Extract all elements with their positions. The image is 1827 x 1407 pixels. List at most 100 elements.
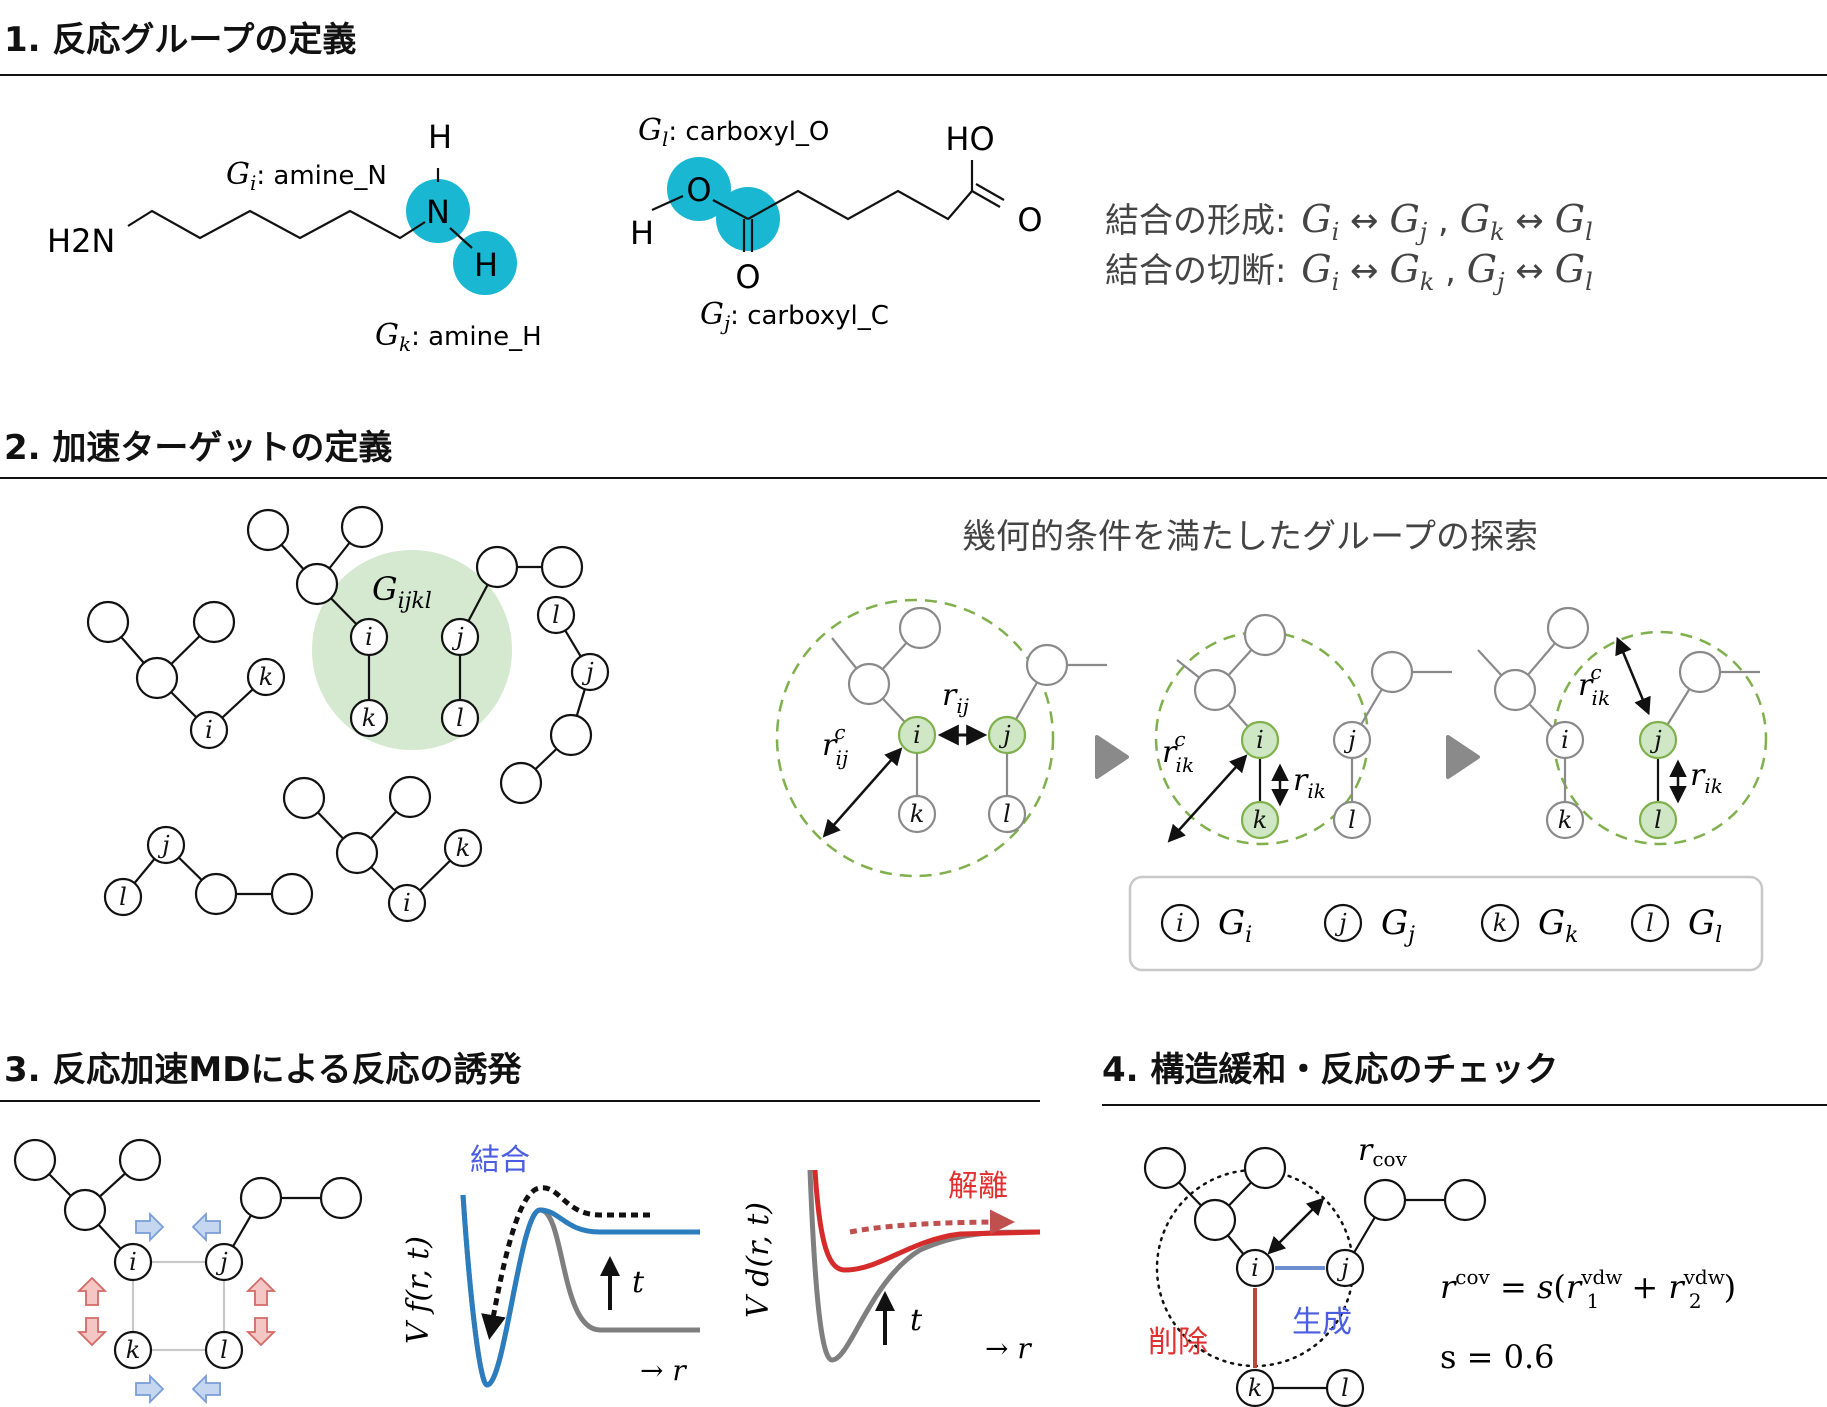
node-l: l (103, 877, 143, 917)
legend-box (1128, 875, 1764, 972)
node-i: i (1160, 903, 1200, 943)
node-j: j (987, 715, 1027, 755)
n-atom: N (426, 193, 450, 231)
node-l: l (536, 595, 576, 635)
node-label-i: i (403, 889, 411, 917)
node-j: j (1323, 903, 1363, 943)
search-title: 幾何的条件を満たしたグループの探索 (962, 517, 1538, 557)
node-label-l: l (552, 601, 560, 629)
delete-label: 削除 (1148, 1325, 1208, 1360)
node-label-k: k (1248, 1374, 1263, 1402)
node-l: l (204, 1330, 244, 1370)
next-arrow-1 (1095, 735, 1129, 779)
svg-text:rij: rij (942, 678, 969, 718)
potential-vd-plot: t 解離 → r V d(r, t) (741, 1169, 1041, 1365)
molecule-amine: H2N N H H Gi: amine_N Gk: amine_H (47, 118, 542, 356)
node-j: j (1638, 720, 1678, 760)
node-label-l: l (1654, 806, 1662, 834)
node-j: j (570, 652, 610, 692)
gl-label: Gl: carboxyl_O (638, 113, 829, 151)
node-label-i: i (205, 716, 213, 744)
vf-t-label: t (632, 1265, 645, 1300)
md-graph (13, 1138, 363, 1263)
bond-h-o (651, 194, 684, 212)
node-label-i: i (1251, 1254, 1259, 1282)
legend-label-k: Gk (1538, 903, 1579, 948)
gijkl-label: Gijkl (372, 570, 432, 614)
bond-label: 結合 (470, 1143, 530, 1178)
bond-rules: 結合の形成: Gi ↔ Gj , Gk ↔ Gl 結合の切断: Gi ↔ Gk … (1105, 197, 1593, 296)
node-label-k: k (126, 1336, 141, 1364)
node-i: i (387, 883, 427, 923)
node-label-i: i (1176, 909, 1184, 937)
node-label-l: l (1348, 806, 1356, 834)
node-k: k (1235, 1368, 1275, 1407)
section-4-title: 4. 構造緩和・反応のチェック (1102, 1050, 1559, 1090)
h-top-atom: H (428, 118, 452, 156)
h2n-label: H2N (47, 222, 115, 260)
highlight-h (453, 231, 517, 295)
node-j: j (440, 617, 480, 657)
potential-vf-plot: t 結合 → r V f(r, t) (401, 1143, 700, 1388)
node-i: i (1545, 720, 1585, 760)
node-label-l: l (220, 1336, 228, 1364)
highlight-o (667, 157, 731, 221)
section-3-rule (0, 1100, 1040, 1102)
section-4-rule (1102, 1104, 1827, 1106)
rcov-label: rcov (1358, 1133, 1408, 1171)
ho-atom: HO (945, 120, 994, 158)
vf-dotted-path (481, 1185, 650, 1340)
cleavage-rule: 結合の切断: Gi ↔ Gk , Gj ↔ Gl (1105, 247, 1593, 296)
highlight-n (406, 179, 470, 243)
node-l: l (1332, 800, 1372, 840)
node-label-i: i (1256, 726, 1264, 754)
section-2-rule (0, 477, 1827, 479)
node-l: l (1630, 903, 1670, 943)
node-l: l (987, 794, 1027, 834)
legend-label-i: Gi (1218, 903, 1252, 948)
compress-arrows (76, 1211, 277, 1405)
node-i: i (1240, 720, 1280, 760)
bond-o-c (712, 199, 749, 220)
search-panel-3 (1477, 606, 1768, 846)
dissoc-label: 解離 (948, 1169, 1008, 1204)
vd-t-label: t (910, 1303, 923, 1338)
vd-r-axis: → r (985, 1332, 1032, 1365)
node-label-i: i (365, 623, 373, 651)
node-i: i (1235, 1248, 1275, 1288)
svg-text:rik: rik (1690, 758, 1723, 798)
bond-n-h-side (449, 227, 473, 249)
node-j: j (1325, 1248, 1365, 1288)
gk-label: Gk: amine_H (375, 318, 542, 356)
node-k: k (1545, 800, 1585, 840)
create-label: 生成 (1292, 1305, 1352, 1340)
legend-label-j: Gj (1381, 903, 1415, 948)
node-i: i (189, 710, 229, 750)
vf-r-axis: → r (640, 1354, 687, 1387)
next-arrow-2 (1446, 735, 1480, 779)
node-label-i: i (129, 1248, 137, 1276)
h-left-atom: H (630, 214, 654, 252)
node-j: j (146, 825, 186, 865)
node-label-k: k (456, 834, 471, 862)
section-1-rule (0, 74, 1827, 76)
o-right-atom: O (1017, 201, 1042, 239)
md-square (131, 1260, 226, 1352)
legend-label-l: Gl (1688, 903, 1722, 948)
node-label-l: l (119, 883, 127, 911)
node-j: j (1332, 720, 1372, 760)
h-side-atom: H (474, 246, 498, 284)
bond-c-o-right-a (971, 190, 1001, 208)
node-k: k (349, 698, 389, 738)
node-label-i: i (913, 721, 921, 749)
node-label-i: i (1561, 726, 1569, 754)
bond-c-o-right-b (975, 183, 1005, 201)
vd-y-label: V d(r, t) (741, 1202, 776, 1318)
